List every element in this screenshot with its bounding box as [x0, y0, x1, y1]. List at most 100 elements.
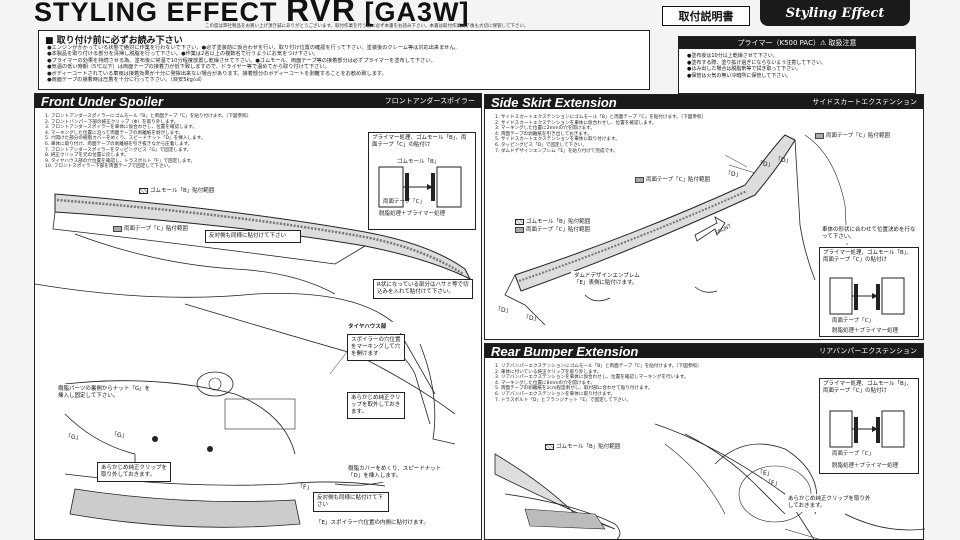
step-item: 10. フロントスポイラー下部を両面テープで固定して下さい。: [45, 164, 173, 170]
manual-badge: 取付説明書: [662, 6, 750, 26]
side-d-label-2: 「D」: [757, 161, 774, 168]
side-rubber-text: ゴムモール「B」貼付範囲: [526, 219, 591, 225]
tire-house-callout: タイヤハウス部: [345, 322, 403, 333]
side-primer-callout-text: プライマー処理、ゴムモール「B」、両面テープ「C」の貼付け: [823, 250, 913, 263]
side-tape-label: 両面テープ「C」貼付範囲: [635, 175, 710, 183]
hatch-swatch: [139, 187, 148, 194]
front-f-label: 「F」: [297, 484, 313, 491]
front-e-callout: 「E」スポイラー穴位置の内側に貼付けます。: [313, 518, 443, 529]
front-steps: 1. フロントアンダースポイラーにゴムモール「B」と両面テープ「C」を貼り付けま…: [45, 114, 375, 170]
side-vehicle-callout: 車体の形状に合わせて位置決めを行なって下さい。: [819, 225, 919, 243]
step-item: 5. サイドスカートエクステンションを車体に取り付けます。: [495, 137, 620, 143]
primer-caution-list: ●塗布後は10分以上乾燥させて下さい。 ●塗布する際、塗り拡げ過ぎにならないよう…: [687, 53, 915, 79]
front-section-title: Front Under Spoiler: [41, 93, 164, 109]
brand-logo: Styling Effect: [760, 0, 910, 26]
step-item: 4. マーキングした位置に沿って両面テープの剥離紙を剥がします。: [45, 130, 183, 136]
front-under-spoiler-section: Front Under Spoiler フロントアンダースポイラー 1. フロン…: [34, 93, 482, 540]
step-item: 3. フロントアンダースポイラーを車体に仮合わせし、位置を確認します。: [45, 125, 197, 131]
precaution-list: ●エンジンがかかっている状態で絶対に作業を行わないで下さい。●必ず塗装前に仮合わ…: [47, 45, 647, 83]
side-section-title-jp: サイドスカートエクステンション: [812, 98, 917, 106]
side-primer-diagram: [829, 277, 905, 315]
title-model: RVR: [286, 0, 356, 28]
rear-tape-c-label: 両面テープ「C」: [832, 451, 875, 457]
precaution-item: ●ボディーコートされている車両は接着効果が十分に発揮出来ない場合があります。接着…: [47, 70, 387, 77]
side-tape-c-label: 両面テープ「C」: [832, 318, 875, 324]
gray-swatch: [113, 225, 122, 232]
primer-caution-box: プライマー（K500 PAC）⚠ 取扱注意 ●塗布後は10分以上乾燥させて下さい…: [678, 36, 916, 94]
rear-rubber-text: ゴムモール「B」貼付範囲: [556, 444, 621, 450]
step-item: 5. 穴開けた部分の樹脂カバーをめくり、スピードナット「D」を挿入します。: [45, 136, 206, 142]
step-item: 2. サイドスカートエクステンションを車体に仮合わせし、位置を確認します。: [495, 120, 657, 126]
step-item: 2. 車体に付いている純正クリップを取り外します。: [495, 369, 602, 375]
step-item: 7. ダムドデザインエンブレム「E」を貼り付けて完成です。: [495, 148, 618, 154]
front-reverse-callout: 反対側も同様に貼付けて下さい: [205, 230, 301, 243]
front-hole-callout: スポイラーの穴位置をマーキングして穴を開けます: [347, 334, 405, 361]
front-section-header: Front Under Spoiler フロントアンダースポイラー: [35, 93, 481, 109]
front-g-label-left: 「G」: [65, 434, 82, 441]
front-primer-callout-text: プライマー処理、ゴムモール「B」、両面テープ「C」の貼付け: [372, 135, 467, 148]
front-primer-callout: プライマー処理、ゴムモール「B」、両面テープ「C」の貼付け ゴムモール「B」 脱…: [368, 132, 476, 230]
side-rubber-label: ゴムモール「B」貼付範囲: [515, 217, 590, 225]
logo-text: Styling Effect: [785, 5, 885, 21]
front-tape-c-label: 両面テープ「C」: [383, 199, 426, 205]
rear-e-label: 「E」: [757, 470, 773, 477]
rear-clip-callout: あらかじめ純正クリップを取り外しておきます。: [785, 494, 875, 512]
precaution-box: ■ 取り付け前に必ずお読み下さい ●エンジンがかかっている状態で絶対に作業を行わ…: [38, 30, 650, 90]
primer-item: ●塗布後は10分以上乾燥させて下さい。: [687, 53, 778, 59]
rear-section-title: Rear Bumper Extension: [491, 343, 639, 359]
step-item: 5. 両面テープの剥離紙を2cm程度剥がし、取付部に合わせて貼り付けます。: [495, 386, 653, 392]
front-rubber-range-text: ゴムモール「B」貼付範囲: [150, 188, 215, 194]
step-item: 9. タイヤハウス部の穴位置を確認し、トラスボルト「F」で固定します。: [45, 158, 196, 164]
step-item: 4. マーキングした位置に8mmの穴を開けます。: [495, 380, 595, 386]
front-resin-callout: 樹脂パーツの裏側からナット「G」を挿入し固定して下さい。: [55, 384, 155, 402]
front-retain-clip-callout: あらかじめ純正クリップを取り外しておきます。: [97, 462, 171, 482]
side-d-label-3: 「D」: [775, 157, 792, 164]
primer-item: ●保管は火気の無い冷暗所に保管して下さい。: [687, 72, 792, 79]
step-item: 7. トラスボルト「D」とフランジナット「E」で固定して下さい。: [495, 397, 632, 403]
step-item: 6. 車体に取り付け、両面テープの剥離紙を引き抜きながら圧着します。: [45, 141, 193, 147]
step-item: 3. マーキングした位置に2mmの穴を開けます。: [495, 126, 595, 132]
front-rubber-range-label: ゴムモール「B」貼付範囲: [139, 186, 214, 194]
primer-caution-title: プライマー（K500 PAC）⚠ 取扱注意: [679, 37, 915, 49]
precaution-item: ●エンジンがかかっている状態で絶対に作業を行わないで下さい。●必ず塗装前に仮合わ…: [47, 45, 460, 51]
gray-swatch: [515, 226, 524, 233]
gray-swatch: [635, 176, 644, 183]
precaution-item: ●本製品を取り付ける部分を清掃し脱脂を行って下さい。●作業は2名以上の複数名で行…: [47, 51, 319, 58]
side-skirt-drawing: [504, 134, 848, 326]
front-primer-diagram: [378, 166, 462, 208]
side-emblem-callout: ダムドデザインエンブレム「E」表側に貼付けます。: [571, 271, 651, 289]
title-prefix: STYLING EFFECT: [34, 0, 278, 27]
rear-bumper-drawing: [494, 423, 926, 540]
side-primer-callout: プライマー処理、ゴムモール「B」、両面テープ「C」の貼付け 両面テープ「C」 脱…: [819, 247, 919, 337]
step-item: 1. サイドスカートエクステンションにゴムモール「B」と両面テープ「C」を貼付け…: [495, 115, 707, 120]
front-nut-callout: 樹脂カバーをめくり、スピードナット「D」を挿入します。: [345, 464, 449, 482]
step-item: 1. フロントアンダースポイラーにゴムモール「B」と両面テープ「C」を貼り付けま…: [45, 114, 252, 119]
side-d-label-5: 「D」: [523, 315, 540, 322]
rear-primer-treat-label: 脱脂処理＋プライマー処理: [832, 463, 899, 469]
step-item: 4. 両面テープの剥離紙を引き出しておきます。: [495, 131, 592, 137]
side-skirt-section: Side Skirt Extension サイドスカートエクステンション 1. …: [484, 94, 924, 340]
step-item: 6. リアバンパーエクステンションを車体に取り付けます。: [495, 391, 616, 397]
front-r-cut-callout: R状になっている部分はハサミ等で切込みを入れて貼付けて下さい。: [373, 279, 473, 299]
front-section-title-jp: フロントアンダースポイラー: [384, 97, 475, 105]
rear-steps: 1. リアバンパーエクステンションにゴムモール「B」と両面テープ「C」を貼付けま…: [495, 364, 795, 403]
front-clip-callout: あらかじめ純正クリップを取外しておきます。: [347, 392, 405, 419]
step-item: 3. リアバンパーエクステンションを車体に仮合わせし、位置を確認しマーキングを行…: [495, 375, 689, 381]
primer-item: ●はみ出した場合は脱脂剤等で拭き取って下さい。: [687, 66, 802, 73]
front-tape-range-text: 両面テープ「C」貼付範囲: [124, 226, 189, 232]
rear-primer-callout: プライマー処理、ゴムモール「B」、両面テープ「C」の貼付け 両面テープ「C」 脱…: [819, 378, 919, 474]
side-d-label-1: 「D」: [725, 171, 742, 178]
rear-primer-diagram: [829, 410, 905, 448]
step-item: 8. 純正クリップを元の位置に戻します。: [45, 153, 129, 159]
side-section-header: Side Skirt Extension サイドスカートエクステンション: [485, 95, 923, 110]
step-item: 1. リアバンパーエクステンションにゴムモール「B」と両面テープ「C」を貼付けま…: [495, 364, 702, 369]
front-gomu-label: ゴムモール「B」: [397, 159, 440, 165]
side-tape-text-2: 両面テープ「C」貼付範囲: [526, 227, 591, 233]
hatch-swatch: [515, 218, 524, 225]
step-item: 7. フロントアンダースポイラーをタッピングビス「G」で固定します。: [45, 147, 192, 153]
side-tape-label-2: 両面テープ「C」貼付範囲: [515, 225, 590, 233]
page-title: STYLING EFFECT RVR [GA3W]: [34, 0, 470, 29]
precaution-item: ●プライマーの効果を持続させる為、塗布後に常温で10分程度放置し乾燥させて下さい…: [47, 57, 436, 64]
title-code: [GA3W]: [364, 0, 470, 27]
side-steps: 1. サイドスカートエクステンションにゴムモール「B」と両面テープ「C」を貼付け…: [495, 115, 795, 154]
